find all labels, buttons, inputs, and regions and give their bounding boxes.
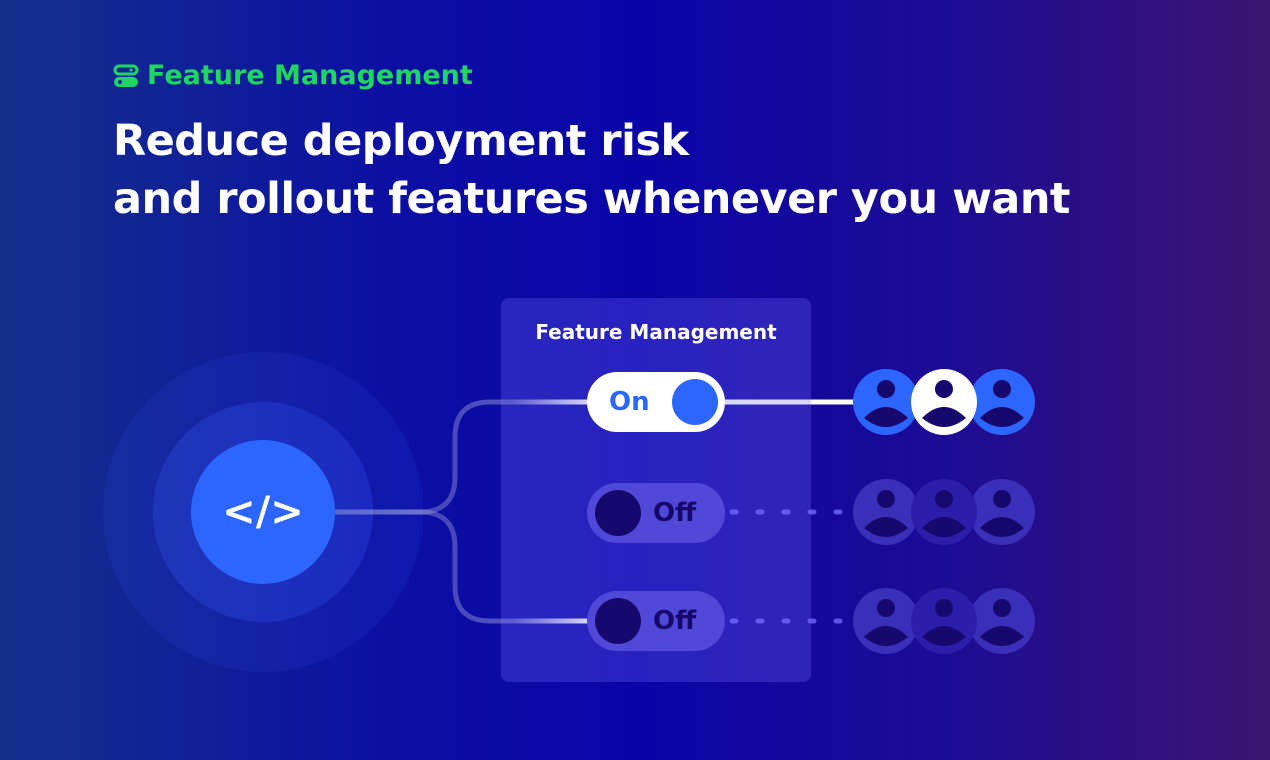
toggle-off-1[interactable]: Off <box>587 483 725 543</box>
user-icon <box>911 588 977 654</box>
code-label: </> <box>222 489 304 535</box>
eyebrow-label: Feature Management <box>147 60 473 91</box>
toggle-knob <box>595 598 641 644</box>
eyebrow: Feature Management <box>113 60 473 91</box>
user-icon <box>853 479 919 545</box>
toggle-label: On <box>609 387 650 417</box>
code-icon: </> <box>191 440 335 584</box>
user-icon <box>911 479 977 545</box>
user-icon <box>911 369 977 435</box>
headline-line-2: and rollout features whenever you want <box>113 174 1070 224</box>
user-icon <box>853 369 919 435</box>
user-icon <box>853 588 919 654</box>
headline: Reduce deployment risk and rollout featu… <box>113 112 1070 228</box>
user-groups <box>853 369 1035 654</box>
user-icon <box>969 588 1035 654</box>
user-icon <box>969 369 1035 435</box>
line-bottom <box>335 509 590 624</box>
users-disabled-1 <box>853 479 1035 545</box>
headline-line-1: Reduce deployment risk <box>113 116 689 166</box>
users-disabled-2 <box>853 588 1035 654</box>
user-icon <box>969 479 1035 545</box>
toggle-label: Off <box>653 498 697 528</box>
toggle-icon <box>113 64 139 87</box>
toggle-on[interactable]: On <box>587 372 725 432</box>
toggle-label: Off <box>653 606 697 636</box>
toggle-knob <box>595 490 641 536</box>
panel-title: Feature Management <box>535 320 777 344</box>
toggle-knob <box>672 379 718 425</box>
toggle-off-2[interactable]: Off <box>587 591 725 651</box>
users-enabled <box>853 369 1035 435</box>
